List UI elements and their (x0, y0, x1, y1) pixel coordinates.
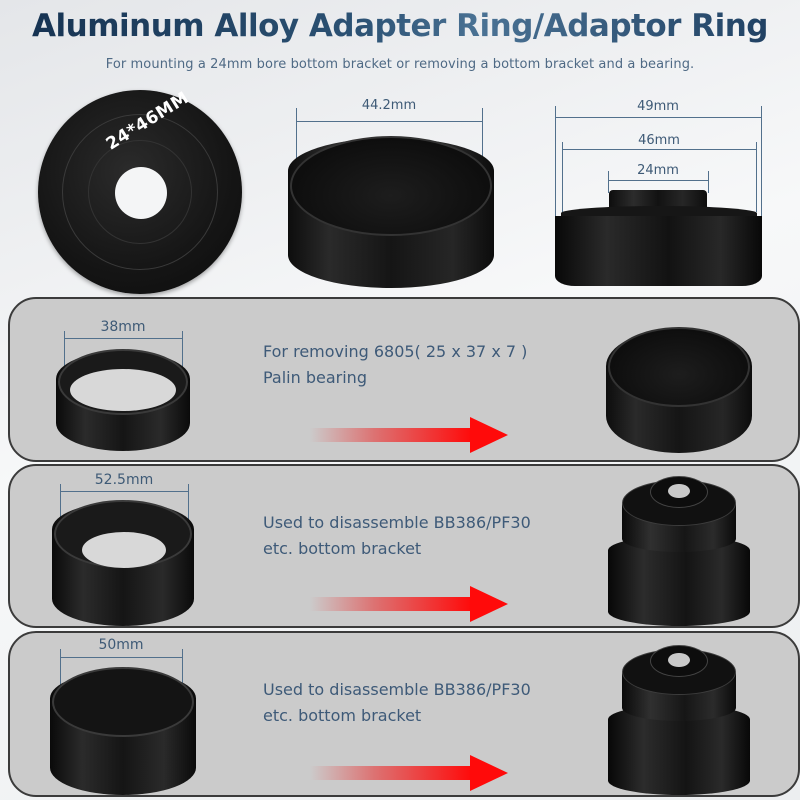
page-subtitle: For mounting a 24mm bore bottom bracket … (105, 57, 695, 72)
ring-52-5mm-opening (54, 500, 192, 568)
dimension-tick-24mm-right (708, 171, 709, 193)
dimension-tick-24mm-left (608, 171, 609, 193)
ring-dimension-tick-right (182, 331, 183, 371)
ring-52-5mm-hole (82, 532, 166, 568)
panel-1-description: For removing 6805( 25 x 37 x 7 ) Palin b… (263, 339, 527, 391)
ring-50mm-opening (52, 667, 194, 737)
ring-38mm-opening (58, 349, 188, 415)
page-title: Aluminum Alloy Adapter Ring/Adaptor Ring (0, 8, 800, 44)
ring-dimension-line (60, 491, 188, 492)
cup-dimension-tick-right (482, 108, 483, 170)
puller-cup-opening (608, 327, 750, 407)
ring-dimension-tick-left (60, 484, 61, 532)
cup-dimension-tick-left (296, 108, 297, 170)
red-arrow-icon (310, 586, 510, 622)
dimension-tick-49mm-left (555, 106, 556, 224)
panel-3-line-1: Used to disassemble BB386/PF30 (263, 680, 531, 699)
panel-1-line-2: Palin bearing (263, 368, 367, 387)
ring-dimension-label: 52.5mm (94, 472, 154, 488)
cup-dimension-label: 44.2mm (361, 98, 417, 113)
panel-2-line-1: Used to disassemble BB386/PF30 (263, 513, 531, 532)
dimension-label-46mm: 46mm (638, 133, 680, 148)
ring-dimension-line (64, 338, 182, 339)
usage-panel-1: 38mm For removing 6805( 25 x 37 x 7 ) Pa… (8, 297, 800, 462)
dimension-line-46mm (562, 149, 756, 150)
dimension-tick-46mm-right (756, 142, 757, 212)
assembled-tool-image (604, 474, 754, 626)
cup-dimension-line (296, 121, 482, 122)
dimension-line-24mm (608, 180, 708, 181)
disc-inner-groove (88, 140, 192, 244)
adapter-disc-image: 24*46MM (38, 88, 242, 294)
disc-center-hole (115, 167, 167, 219)
usage-panel-3: 50mm Used to disassemble BB386/PF30 etc.… (8, 631, 800, 797)
dimension-label-49mm: 49mm (637, 99, 679, 114)
ring-dimension-line (60, 657, 182, 658)
tool-bore (668, 484, 690, 498)
usage-panel-2: 52.5mm Used to disassemble BB386/PF30 et… (8, 464, 800, 628)
panel-3-description: Used to disassemble BB386/PF30 etc. bott… (263, 677, 531, 729)
dimension-tick-46mm-left (562, 142, 563, 212)
ring-dimension-label: 38mm (100, 319, 146, 335)
tool-bore (668, 653, 690, 667)
ring-dimension-label: 50mm (98, 637, 144, 653)
assembled-tool-image (604, 643, 754, 795)
dimension-label-24mm: 24mm (637, 163, 679, 178)
stepped-ring-base (555, 216, 762, 286)
dimension-tick-49mm-right (761, 106, 762, 224)
ring-dimension-tick-left (64, 331, 65, 371)
red-arrow-icon (310, 755, 510, 791)
ring-dimension-tick-right (188, 484, 189, 532)
ring-38mm-hole (70, 369, 176, 411)
ring-dimension-tick-right (182, 649, 183, 699)
ring-dimension-tick-left (60, 649, 61, 699)
dimension-line-49mm (555, 117, 761, 118)
panel-2-description: Used to disassemble BB386/PF30 etc. bott… (263, 510, 531, 562)
red-arrow-icon (310, 417, 510, 453)
cup-opening (290, 136, 492, 236)
disc-outer-groove (62, 114, 218, 270)
panel-1-line-1: For removing 6805( 25 x 37 x 7 ) (263, 342, 528, 361)
panel-3-line-2: etc. bottom bracket (263, 706, 422, 725)
panel-2-line-2: etc. bottom bracket (263, 539, 422, 558)
